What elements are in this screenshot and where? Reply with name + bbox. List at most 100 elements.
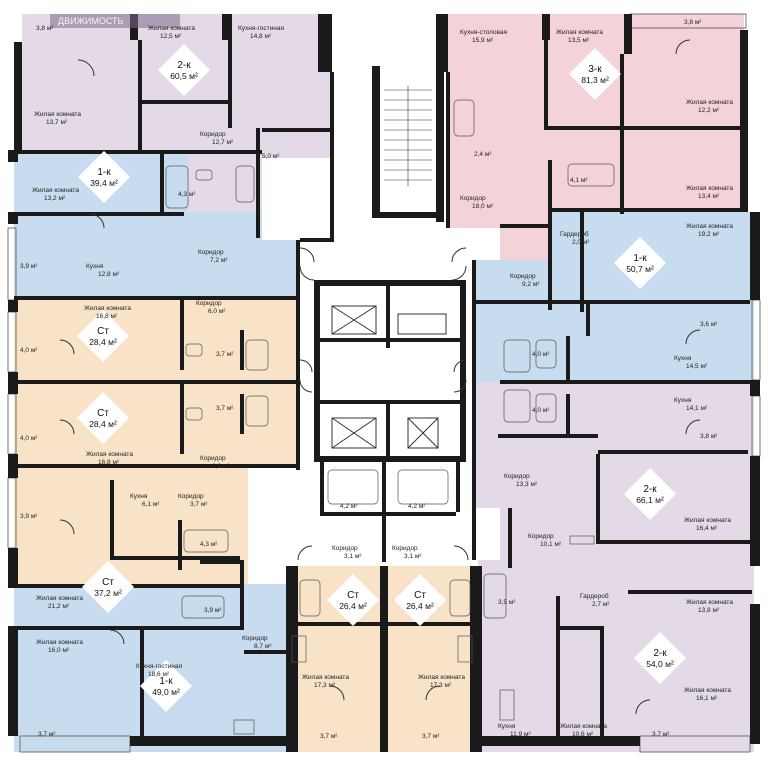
- apartment-zones: [14, 14, 754, 752]
- room-label: 3,7 м²: [320, 733, 338, 740]
- apartment-area: 37,2 м²: [94, 588, 122, 598]
- room-area: 4,1 м²: [570, 177, 588, 184]
- room-label: 4,2 м²: [408, 503, 426, 510]
- elevator-2: [331, 417, 377, 449]
- room-area: 12,8 м²: [98, 271, 120, 278]
- apartment-badge[interactable]: 2-к54,0 м²: [634, 632, 686, 684]
- room-label: 3,6 м²: [700, 321, 718, 328]
- apartment-area: 28,4 м²: [89, 419, 117, 429]
- apartment-type: Ст: [97, 408, 109, 419]
- zone-apt-2k-60[interactable]: [22, 14, 330, 240]
- room-area: 6,1 м²: [142, 501, 160, 508]
- room-area: 15,9 м²: [472, 37, 494, 44]
- elevator-3: [407, 417, 439, 449]
- room-area: 4,0 м²: [532, 407, 550, 414]
- room-name: Жилая комната: [84, 305, 131, 312]
- room-label: 3,8 м²: [36, 25, 54, 32]
- room-area: 11,9 м²: [510, 731, 531, 738]
- room-label: 3,9 м²: [204, 607, 222, 614]
- room-area: 4,0 м²: [20, 347, 38, 354]
- room-area: 3,8 м²: [700, 433, 718, 440]
- room-name: Коридор: [178, 493, 204, 500]
- room-label: 3,8 м²: [700, 433, 718, 440]
- room-area: 3,7 м²: [216, 405, 234, 412]
- room-name: Жилая комната: [418, 674, 465, 681]
- zone-apt-2k-54[interactable]: [478, 560, 754, 752]
- room-label: 3,7 м²: [216, 351, 234, 358]
- room-label: 5,0 м²: [262, 153, 280, 160]
- room-area: 3,6 м²: [700, 321, 718, 328]
- zone-apt-st-28b[interactable]: [14, 382, 300, 466]
- room-name: Кухня: [86, 263, 104, 270]
- room-area: 18,6 м²: [148, 671, 170, 678]
- apartment-type: Ст: [347, 590, 359, 601]
- room-area: 3,7 м²: [652, 731, 670, 738]
- apartment-badge-diamond: [77, 310, 129, 362]
- room-name: Гардероб: [560, 230, 589, 238]
- room-area: 13,3 м²: [516, 481, 538, 488]
- zone-apt-1k-50[interactable]: [472, 212, 754, 382]
- room-name: Жилая комната: [556, 29, 603, 36]
- room-name: Коридор: [242, 635, 268, 642]
- apartment-badge[interactable]: 2-к66,1 м²: [624, 468, 676, 520]
- room-area: 2,0 м²: [572, 239, 590, 246]
- zone-apt-st-37[interactable]: [14, 466, 248, 584]
- zone-apt-1k-39[interactable]: [14, 150, 300, 296]
- room-area: 8,7 м²: [254, 643, 272, 650]
- room-name: Жилая комната: [34, 111, 81, 118]
- apartment-badge[interactable]: 1-к39,4 м²: [78, 151, 130, 203]
- room-name: Коридор: [200, 455, 226, 462]
- room-area: 2,7 м²: [592, 601, 610, 608]
- apartment-area: 54,0 м²: [646, 659, 674, 669]
- apartment-badge[interactable]: 3-к81,3 м²: [569, 48, 621, 100]
- room-label: 4,1 м²: [570, 177, 588, 184]
- room-area: 6,0 м²: [212, 463, 230, 470]
- room-area: 16,1 м²: [696, 695, 718, 702]
- room-name: Коридор: [510, 273, 536, 280]
- room-name: Коридор: [460, 195, 486, 202]
- apartment-badge[interactable]: 1-к49,0 м²: [140, 660, 192, 712]
- stairs: [384, 86, 432, 186]
- apartment-badge[interactable]: 2-к60,5 м²: [158, 44, 210, 96]
- room-area: 12,5 м²: [160, 33, 182, 40]
- outer-walls: [8, 14, 760, 752]
- watermark-text: ДВИЖИМОСТЬ: [58, 16, 124, 26]
- zone-apt-st-28a[interactable]: [14, 296, 300, 382]
- room-name: Коридор: [392, 545, 418, 552]
- zone-apt-2k-66[interactable]: [472, 382, 754, 584]
- apartment-badge-diamond: [569, 48, 621, 100]
- room-area: 21,2 м²: [48, 603, 70, 610]
- room-area: 19,2 м²: [698, 231, 720, 238]
- apartment-area: 66,1 м²: [636, 495, 664, 505]
- room-area: 6,0 м²: [208, 308, 226, 315]
- room-area: 9,2 м²: [522, 281, 540, 288]
- room-area: 13,4 м²: [698, 193, 720, 200]
- apartment-badge[interactable]: 1-к50,7 м²: [614, 237, 666, 289]
- apartment-type: 1-к: [159, 676, 173, 687]
- room-name: Коридор: [332, 545, 358, 552]
- zone-apt-3k-81[interactable]: [446, 14, 744, 260]
- room-area: 4,0 м²: [20, 435, 38, 442]
- apartment-badge-diamond: [634, 632, 686, 684]
- room-area: 4,2 м²: [340, 503, 358, 510]
- inner-walls: [14, 14, 752, 746]
